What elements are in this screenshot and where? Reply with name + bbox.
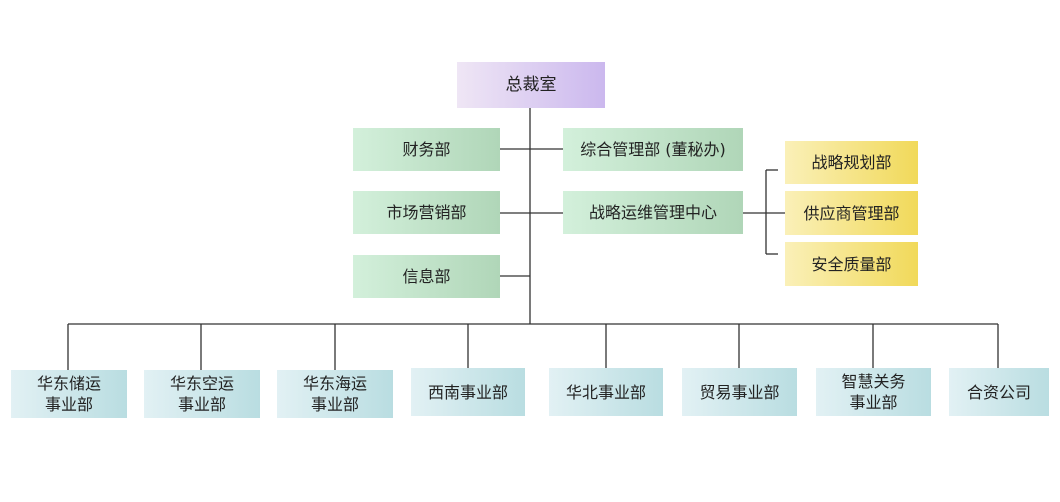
ceo-office-node: 总裁室 <box>457 62 605 108</box>
supplier-mgmt-dept-label: 供应商管理部 <box>803 203 900 223</box>
ceo-office-label: 总裁室 <box>505 74 557 95</box>
southwest-unit-node: 西南事业部 <box>411 368 525 416</box>
north-china-unit-node: 华北事业部 <box>549 368 663 416</box>
safety-quality-dept-node: 安全质量部 <box>785 242 918 286</box>
supplier-mgmt-dept-node: 供应商管理部 <box>785 191 918 235</box>
joint-venture-node: 合资公司 <box>949 368 1049 416</box>
east-china-sea-unit-node: 华东海运 事业部 <box>277 370 393 418</box>
it-dept-node: 信息部 <box>353 255 500 298</box>
east-china-sea-unit-label: 华东海运 事业部 <box>302 374 367 414</box>
general-admin-dept-node: 综合管理部 (董秘办) <box>563 128 743 171</box>
smart-customs-unit-label: 智慧关务 事业部 <box>841 372 906 412</box>
general-admin-dept-label: 综合管理部 (董秘办) <box>580 140 726 159</box>
east-china-air-unit-node: 华东空运 事业部 <box>144 370 260 418</box>
east-china-air-unit-label: 华东空运 事业部 <box>169 374 234 414</box>
east-china-storage-unit-node: 华东储运 事业部 <box>11 370 127 418</box>
strategy-planning-dept-label: 战略规划部 <box>811 153 892 172</box>
strategy-ops-center-node: 战略运维管理中心 <box>563 191 743 234</box>
strategy-planning-dept-node: 战略规划部 <box>785 141 918 184</box>
trade-unit-label: 贸易事业部 <box>699 382 780 402</box>
it-dept-label: 信息部 <box>402 267 451 286</box>
north-china-unit-label: 华北事业部 <box>565 382 646 402</box>
joint-venture-label: 合资公司 <box>966 382 1031 402</box>
smart-customs-unit-node: 智慧关务 事业部 <box>816 368 931 416</box>
finance-dept-label: 财务部 <box>402 140 451 159</box>
trade-unit-node: 贸易事业部 <box>682 368 797 416</box>
finance-dept-node: 财务部 <box>353 128 500 171</box>
southwest-unit-label: 西南事业部 <box>427 382 508 402</box>
safety-quality-dept-label: 安全质量部 <box>811 254 892 274</box>
east-china-storage-unit-label: 华东储运 事业部 <box>36 374 101 414</box>
marketing-dept-label: 市场营销部 <box>386 203 467 222</box>
strategy-ops-center-label: 战略运维管理中心 <box>588 203 717 222</box>
marketing-dept-node: 市场营销部 <box>353 191 500 234</box>
